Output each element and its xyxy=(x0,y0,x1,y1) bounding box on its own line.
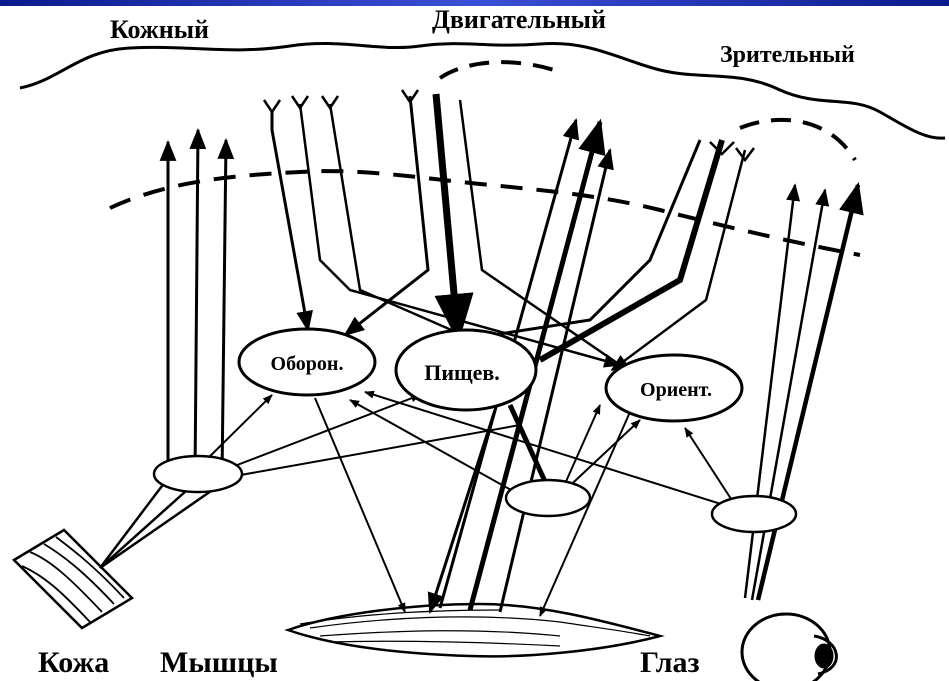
cortex-inner-boundary xyxy=(110,171,860,255)
label-motor-cortex: Двигательный xyxy=(432,5,606,34)
label-visual-cortex: Зрительный xyxy=(720,42,855,68)
label-defensive-center: Оборон. xyxy=(271,353,344,375)
label-eye-organ: Глаз xyxy=(640,646,700,679)
label-skin-organ: Кожа xyxy=(38,646,109,679)
motor-efferents xyxy=(272,94,745,370)
skin-afferents xyxy=(168,130,226,478)
skin-sample xyxy=(14,530,132,628)
eye-ganglion xyxy=(712,496,796,532)
visual-arc-dashed xyxy=(740,120,855,160)
label-skin-cortex: Кожный xyxy=(110,15,209,44)
label-feeding-center: Пищев. xyxy=(424,360,500,385)
skin-ganglion xyxy=(154,456,242,492)
muscle xyxy=(288,604,660,656)
eye-afferents xyxy=(745,185,858,600)
muscle-ganglion xyxy=(506,480,590,516)
label-muscles-organ: Мышцы xyxy=(160,646,278,679)
motor-arc-dashed xyxy=(440,62,560,78)
eye xyxy=(742,614,836,681)
label-orienting-center: Ориент. xyxy=(640,379,712,401)
